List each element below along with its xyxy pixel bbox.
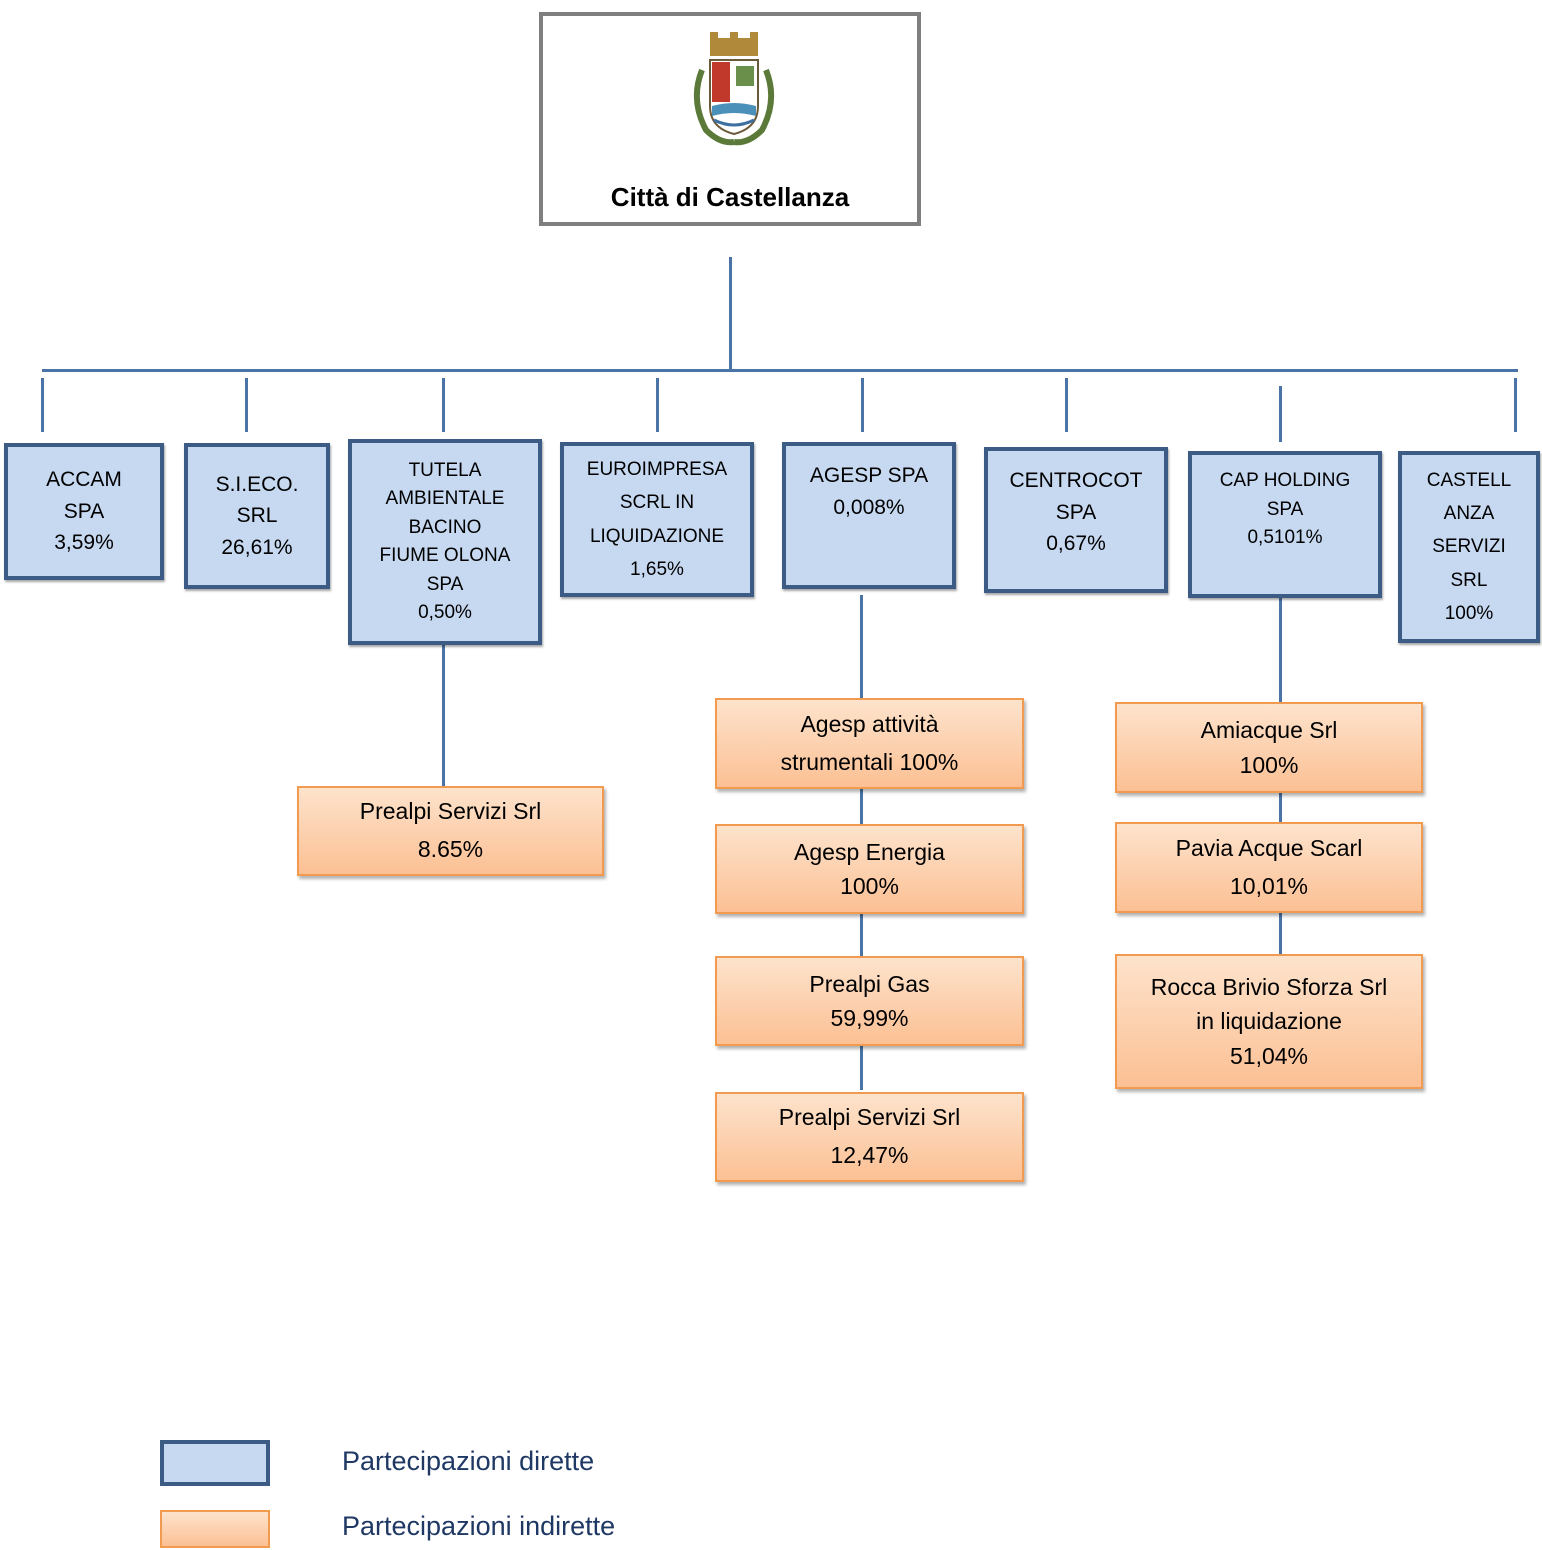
connector-drop-agesp (861, 378, 864, 432)
legend-swatch-direct (160, 1440, 270, 1486)
indirect-node-label: Amiacque Srl 100% (1200, 717, 1338, 778)
direct-node-label: ACCAM SPA 3,59% (46, 468, 122, 555)
indirect-node-agesp-attivita: Agesp attività strumentali 100% (715, 698, 1024, 789)
direct-node-agesp: AGESP SPA 0,008% (782, 442, 956, 589)
direct-node-accam: ACCAM SPA 3,59% (4, 443, 164, 580)
direct-node-label: CAP HOLDING SPA 0,5101% (1219, 470, 1351, 548)
direct-node-label: EUROIMPRESA SCRL IN LIQUIDAZIONE 1,65% (586, 459, 728, 580)
indirect-node-agesp-energia: Agesp Energia 100% (715, 824, 1024, 914)
connector-drop-centrocot (1065, 378, 1068, 432)
indirect-node-label: Agesp attività strumentali 100% (780, 710, 959, 775)
indirect-node-label: Agesp Energia 100% (794, 838, 945, 900)
indirect-node-label: Rocca Brivio Sforza Srl in liquidazione … (1150, 973, 1388, 1069)
legend-swatch-indirect (160, 1510, 270, 1548)
connector-drop-sieco (245, 378, 248, 432)
indirect-node-pavia-acque: Pavia Acque Scarl 10,01% (1115, 822, 1423, 913)
direct-node-label: TUTELA AMBIENTALE BACINO FIUME OLONA SPA… (379, 459, 511, 624)
legend-label-indirect: Partecipazioni indirette (342, 1511, 616, 1541)
indirect-node-label: Pavia Acque Scarl 10,01% (1175, 834, 1363, 899)
root-title: Città di Castellanza (610, 182, 850, 212)
direct-node-label: CASTELL ANZA SERVIZI SRL 100% (1426, 469, 1512, 624)
connector-drop-euroimpresa (656, 378, 659, 432)
castellanza-coat-of-arms-icon (693, 32, 775, 146)
indirect-node-rocca-brivio: Rocca Brivio Sforza Srl in liquidazione … (1115, 954, 1423, 1089)
connector-drop-accam (41, 378, 44, 432)
indirect-node-amiacque: Amiacque Srl 100% (1115, 702, 1423, 793)
direct-node-tutela: TUTELA AMBIENTALE BACINO FIUME OLONA SPA… (348, 439, 542, 645)
connector-drop-cap (1279, 386, 1282, 442)
connector-horizontal-bus (42, 369, 1518, 372)
indirect-node-label: Prealpi Servizi Srl 8.65% (359, 798, 542, 862)
indirect-node-label: Prealpi Servizi Srl 12,47% (778, 1104, 961, 1168)
indirect-node-prealpi-servizi-tutela: Prealpi Servizi Srl 8.65% (297, 786, 604, 876)
direct-node-euroimpresa: EUROIMPRESA SCRL IN LIQUIDAZIONE 1,65% (560, 442, 754, 597)
direct-node-cap-holding: CAP HOLDING SPA 0,5101% (1188, 451, 1382, 598)
direct-node-castellanza-servizi: CASTELL ANZA SERVIZI SRL 100% (1398, 451, 1540, 643)
connector-drop-tutela (442, 378, 445, 432)
direct-node-sieco: S.I.ECO. SRL 26,61% (184, 443, 330, 589)
direct-node-label: CENTROCOT SPA 0,67% (1009, 469, 1143, 555)
legend-label-direct: Partecipazioni dirette (342, 1446, 595, 1476)
indirect-node-prealpi-servizi-agesp: Prealpi Servizi Srl 12,47% (715, 1092, 1024, 1182)
connector-root-vertical (729, 257, 732, 371)
indirect-node-prealpi-gas: Prealpi Gas 59,99% (715, 956, 1024, 1046)
connector-tutela-to-prealpi (442, 645, 445, 787)
direct-node-label: AGESP SPA 0,008% (809, 464, 929, 519)
direct-node-centrocot: CENTROCOT SPA 0,67% (984, 447, 1168, 593)
connector-drop-castellanza-servizi (1514, 378, 1517, 432)
direct-node-label: S.I.ECO. SRL 26,61% (215, 472, 299, 559)
root-entity-box: Città di Castellanza (539, 12, 921, 226)
indirect-node-label: Prealpi Gas 59,99% (809, 970, 930, 1032)
